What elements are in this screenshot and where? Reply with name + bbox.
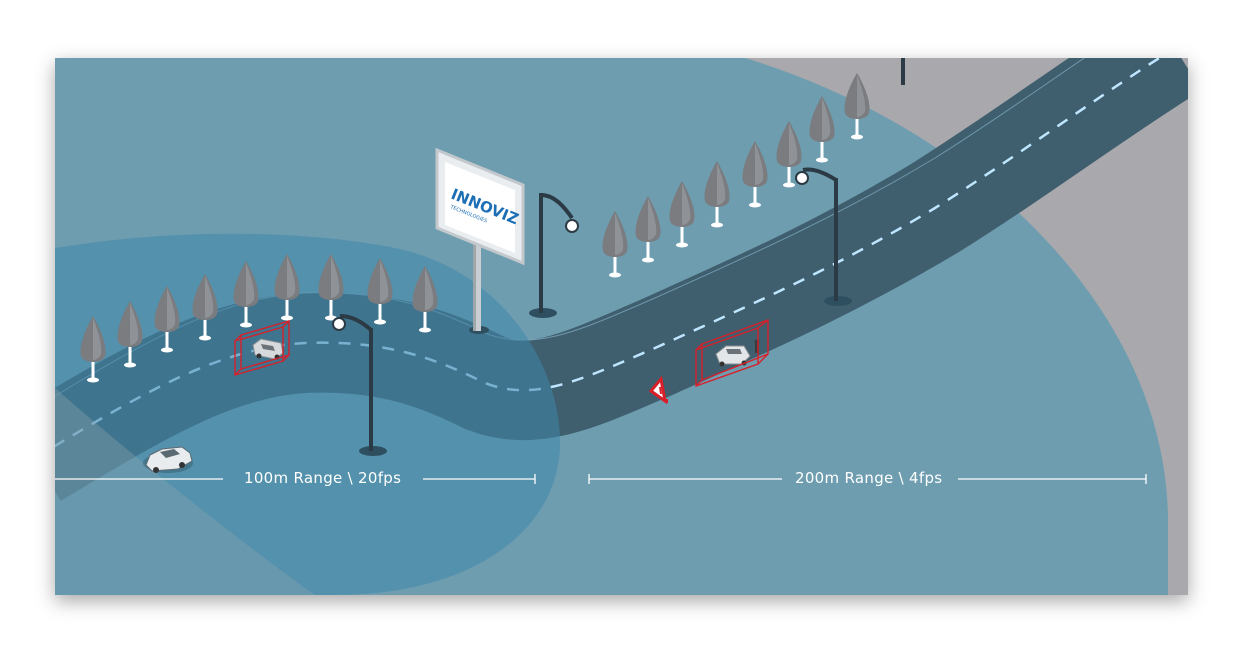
lidar-illustration-frame: INNOVIZ TECHNOLOGIES xyxy=(55,58,1188,595)
tree-icon xyxy=(117,301,143,368)
car-icon xyxy=(143,446,193,473)
tree-icon xyxy=(776,121,802,188)
billboard-icon: INNOVIZ TECHNOLOGIES xyxy=(435,147,525,334)
tree-icon xyxy=(233,261,259,328)
tree-row xyxy=(80,73,870,383)
tree-icon xyxy=(669,181,695,248)
range-100m-label: 100m Range \ 20fps xyxy=(244,469,402,487)
lane-marking xyxy=(55,58,1162,448)
tree-icon xyxy=(844,73,870,140)
tree-icon xyxy=(318,254,344,321)
tree-icon xyxy=(412,266,438,333)
tree-icon xyxy=(809,96,835,163)
street-lamp-icon xyxy=(332,314,387,456)
tree-icon xyxy=(192,274,218,341)
tree-icon xyxy=(602,211,628,278)
street-lamp-icon xyxy=(795,167,852,306)
detection-box xyxy=(234,320,290,376)
detected-car-left xyxy=(234,320,290,376)
tree-icon xyxy=(742,141,768,208)
tree-icon xyxy=(704,161,730,228)
tree-icon xyxy=(367,258,393,325)
pedestrian-icon xyxy=(754,339,760,353)
warning-triangle-icon xyxy=(648,375,668,405)
street-lamp-icon xyxy=(529,193,579,318)
range-100m-measure xyxy=(55,474,536,484)
range-100m-field xyxy=(55,233,560,595)
range-200m-measure xyxy=(588,474,1147,484)
tree-icon xyxy=(274,254,300,321)
street-lamp-icon xyxy=(901,58,905,85)
tree-icon xyxy=(80,316,106,383)
tree-icon xyxy=(635,196,661,263)
shadow-region xyxy=(55,388,315,595)
detected-car-right xyxy=(695,319,769,387)
lidar-scene: INNOVIZ TECHNOLOGIES xyxy=(55,58,1188,595)
tree-icon xyxy=(154,286,180,353)
range-200m-label: 200m Range \ 4fps xyxy=(795,469,943,487)
detection-box xyxy=(695,319,769,387)
